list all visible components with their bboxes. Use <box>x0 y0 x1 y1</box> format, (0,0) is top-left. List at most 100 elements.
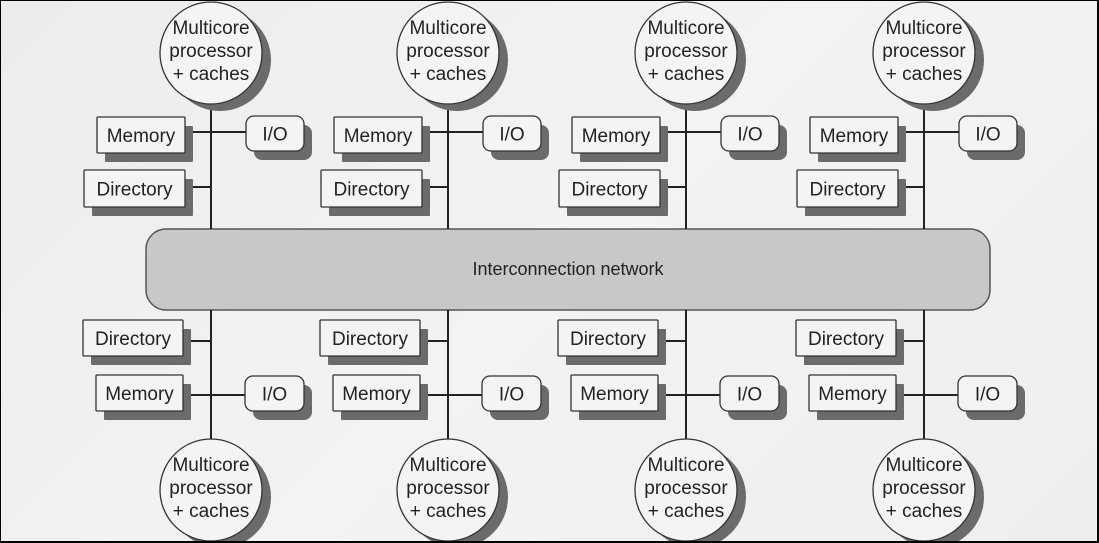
multicore-processor-label-line: processor <box>169 478 253 499</box>
io-box-label: I/O <box>499 125 524 146</box>
io-box: I/O <box>244 375 312 420</box>
memory-box-label: Memory <box>818 384 887 405</box>
directory-box-label: Directory <box>571 180 648 201</box>
multicore-processor-circle <box>634 1 738 105</box>
io-box-label: I/O <box>262 125 287 146</box>
multicore-processor-label-line: Multicore <box>885 18 962 39</box>
io-box-label: I/O <box>737 385 762 406</box>
io-box-label: I/O <box>975 385 1000 406</box>
multicore-processor-label-line: processor <box>644 41 728 62</box>
directory-box-box <box>795 319 897 357</box>
memory-box-label: Memory <box>582 126 651 147</box>
multicore-processor-label-line: processor <box>406 41 490 62</box>
directory-box: Directory <box>558 169 668 216</box>
directory-box-label: Directory <box>809 180 886 201</box>
directory-box-label: Directory <box>332 329 409 350</box>
multicore-processor-circle <box>159 438 263 541</box>
io-box-box <box>719 375 780 412</box>
memory-box: Memory <box>809 116 906 162</box>
memory-box-box <box>571 116 661 154</box>
io-box-label: I/O <box>737 125 762 146</box>
memory-box-box <box>570 374 659 412</box>
multicore-processor-label-line: processor <box>882 41 966 62</box>
directory-box-box <box>558 169 661 208</box>
directory-box: Directory <box>557 319 666 365</box>
multicore-processor-label-line: Multicore <box>647 18 724 39</box>
multicore-processor-label-line: Multicore <box>409 455 486 476</box>
interconnection-network-label: Interconnection network <box>472 259 664 279</box>
directory-box-box <box>82 319 184 357</box>
multicore-processor-label-line: + caches <box>886 501 963 522</box>
io-box: I/O <box>958 115 1025 160</box>
directory-box-box <box>320 169 423 208</box>
multicore-processor-label-line: + caches <box>173 501 250 522</box>
io-box-box <box>958 115 1018 152</box>
directory-box-label: Directory <box>96 180 173 201</box>
io-box: I/O <box>481 375 549 420</box>
io-box-box <box>482 115 542 152</box>
io-box-box <box>481 375 542 412</box>
io-box: I/O <box>957 375 1025 420</box>
io-box-label: I/O <box>975 125 1000 146</box>
multicore-processor-label-line: Multicore <box>885 455 962 476</box>
memory-box-box <box>333 116 423 154</box>
memory-box: Memory <box>96 116 193 162</box>
memory-box-box <box>808 374 897 412</box>
directory-box: Directory <box>796 169 906 216</box>
multicore-processor-circle <box>396 438 500 541</box>
directory-box: Directory <box>319 319 428 365</box>
io-box: I/O <box>719 375 787 420</box>
multicore-processor-label-line: Multicore <box>172 455 249 476</box>
io-box-label: I/O <box>499 385 524 406</box>
interconnection-network-box <box>145 228 991 311</box>
directory-box-label: Directory <box>333 180 410 201</box>
memory-box-label: Memory <box>820 126 889 147</box>
memory-box-box <box>809 116 899 154</box>
memory-box-label: Memory <box>107 126 176 147</box>
io-box-label: I/O <box>262 385 287 406</box>
memory-box-label: Memory <box>105 384 174 405</box>
memory-box: Memory <box>95 374 191 420</box>
multicore-processor-label-line: processor <box>406 478 490 499</box>
directory-box-box <box>83 169 186 208</box>
multicore-processor-label-line: + caches <box>173 64 250 85</box>
multicore-processor-circle <box>396 1 500 105</box>
directory-box-box <box>796 169 899 208</box>
directory-box: Directory <box>82 319 191 365</box>
multicore-processor-label-line: processor <box>882 478 966 499</box>
directory-box-box <box>557 319 659 357</box>
directory-box-label: Directory <box>95 329 172 350</box>
multicore-processor-label-line: Multicore <box>172 18 249 39</box>
multicore-processor-label-line: + caches <box>410 64 487 85</box>
interconnection-network: Interconnection network <box>145 228 991 311</box>
directory-box: Directory <box>320 169 430 216</box>
directory-box: Directory <box>795 319 904 365</box>
multicore-processor-label-line: Multicore <box>409 18 486 39</box>
memory-box: Memory <box>570 374 666 420</box>
multicore-processor-label-line: + caches <box>648 501 725 522</box>
multicore-processor-label-line: processor <box>169 41 253 62</box>
io-box-box <box>957 375 1018 412</box>
multicore-processor-label-line: + caches <box>410 501 487 522</box>
io-box-box <box>245 115 305 152</box>
multicore-processor-circle <box>872 1 976 105</box>
io-box: I/O <box>482 115 549 160</box>
io-box: I/O <box>720 115 787 160</box>
memory-box-box <box>96 116 186 154</box>
memory-box-label: Memory <box>342 384 411 405</box>
